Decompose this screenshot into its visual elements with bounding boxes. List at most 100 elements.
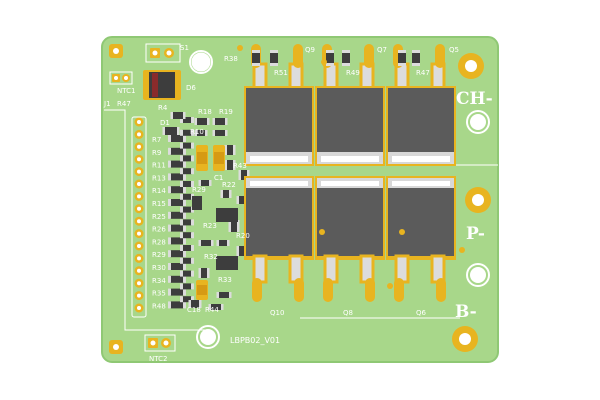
smd-resistor	[168, 224, 186, 232]
label-j1: J1	[103, 100, 111, 108]
smd-part	[194, 118, 210, 125]
smd-resistor	[412, 50, 420, 66]
smd-part	[228, 220, 240, 232]
smd-part	[220, 190, 232, 198]
label-r22: R22	[222, 181, 236, 189]
header-pin	[134, 154, 144, 164]
label-q6: Q6	[416, 309, 427, 317]
mosfet-top	[386, 44, 456, 166]
header-pin	[134, 179, 144, 189]
version-label: LBPB02_V01	[230, 336, 280, 345]
capacitors	[196, 145, 225, 300]
smd-part	[238, 170, 250, 180]
control-circuit	[162, 112, 250, 310]
header-pin	[134, 278, 144, 288]
label-r43: R43	[233, 162, 247, 170]
header-pin	[134, 191, 144, 201]
smd-part	[212, 130, 228, 136]
header-pin	[134, 204, 144, 214]
smd-resistor	[180, 257, 194, 264]
top-resistors	[252, 50, 420, 66]
mosfet-bottom	[315, 176, 385, 302]
smd-resistor	[398, 50, 406, 66]
header-pin	[134, 216, 144, 226]
terminal-label-p: P-	[466, 224, 485, 244]
smd-resistor	[252, 50, 260, 66]
smd-resistor	[180, 206, 194, 213]
mounting-hole	[470, 267, 486, 283]
mounting-holes	[189, 50, 490, 349]
label-r20: R20	[236, 232, 250, 240]
smd-resistor	[168, 301, 186, 309]
resistor-label: R35	[152, 290, 166, 298]
silkscreen-labels: CH- P- B- LBPB02_V01 J1 R47 NTC1 S1 NTC2…	[103, 44, 493, 363]
label-ntc1: NTC1	[117, 87, 135, 95]
smd-resistor	[168, 173, 186, 181]
mounting-hole	[470, 114, 486, 130]
smd-resistor	[180, 117, 194, 123]
resistor-label: R30	[152, 264, 166, 272]
label-q10: Q10	[270, 309, 284, 317]
label-q5: Q5	[449, 46, 459, 54]
label-r38: R38	[224, 55, 238, 63]
header-pin	[134, 303, 144, 313]
label-r47-top: R47	[416, 69, 430, 77]
resistor-label: R34	[152, 277, 166, 285]
header-pin	[134, 167, 144, 177]
component-d6	[143, 70, 181, 100]
connector-ntc2	[109, 334, 176, 354]
label-d1: D1	[160, 119, 170, 127]
smd-part	[208, 304, 224, 310]
label-r23: R23	[203, 222, 217, 230]
header-pin	[134, 142, 144, 152]
smd-part	[224, 160, 236, 170]
label-q9: Q9	[305, 46, 315, 54]
resistor-label: R9	[152, 149, 161, 157]
smd-resistor	[326, 50, 334, 66]
mosfet-top	[315, 44, 385, 166]
resistor-label: R28	[152, 238, 166, 246]
smd-part	[188, 300, 202, 308]
smd-resistor	[168, 211, 186, 219]
mosfet-top	[244, 44, 314, 166]
smd-part	[198, 180, 212, 186]
header-pin	[134, 266, 144, 276]
header-pin	[134, 229, 144, 239]
smd-resistor	[168, 275, 186, 283]
label-r47: R47	[117, 100, 131, 108]
smd-resistor	[180, 245, 194, 251]
resistor-label: R14	[152, 187, 166, 195]
label-r32: R32	[204, 253, 218, 261]
smd-resistor	[180, 232, 194, 239]
mounting-hole	[200, 329, 216, 345]
smd-resistor	[180, 129, 194, 136]
label-c18: C18	[187, 306, 201, 314]
vias	[237, 45, 465, 289]
smd-resistor	[270, 50, 278, 66]
label-r10: R10	[190, 128, 204, 136]
label-r51: R51	[274, 69, 288, 77]
ic-chips	[192, 196, 238, 270]
terminal-label-ch: CH-	[456, 89, 493, 109]
label-q8: Q8	[343, 309, 353, 317]
smd-resistor	[168, 147, 186, 155]
smd-part	[212, 118, 228, 125]
smd-part	[224, 145, 236, 155]
smd-resistor	[180, 283, 194, 290]
smd-resistor	[168, 199, 186, 206]
resistor-column	[168, 117, 194, 309]
smd-resistor	[168, 263, 186, 270]
label-r44: R44	[205, 306, 219, 314]
smd-resistor	[180, 155, 194, 162]
label-r18: R18	[198, 108, 212, 116]
mosfet-bottom	[386, 176, 456, 302]
resistor-label: R11	[152, 162, 166, 170]
smd-resistor	[168, 288, 186, 296]
header-pin	[134, 129, 144, 139]
smd-part	[170, 112, 186, 119]
label-r29-ctrl: R29	[192, 186, 206, 194]
header-pin	[134, 117, 144, 127]
smd-resistor	[180, 142, 194, 149]
smd-part	[162, 127, 180, 135]
